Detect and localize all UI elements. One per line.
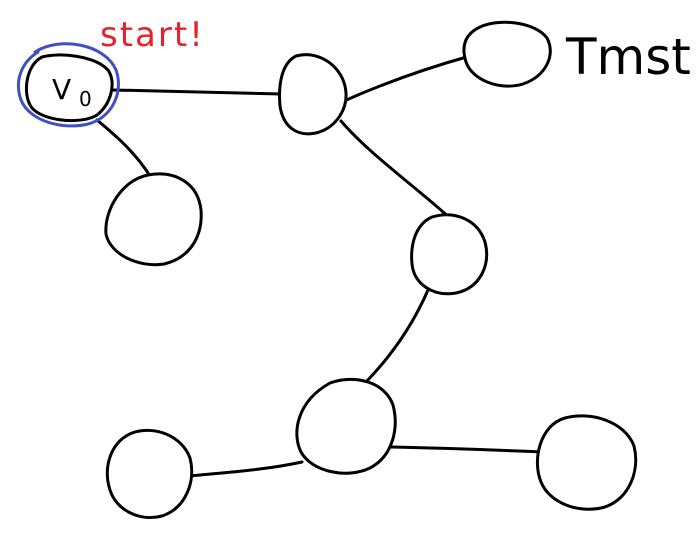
node-5 bbox=[295, 377, 397, 475]
edge-v0-n3 bbox=[95, 118, 152, 178]
edge-n5-n6 bbox=[188, 460, 304, 478]
start-node-label: V 0 bbox=[52, 73, 92, 111]
node-7 bbox=[535, 414, 638, 511]
edge-n1-n2 bbox=[342, 54, 472, 103]
start-node-label-sub: 0 bbox=[79, 87, 92, 111]
edge-n1-n4 bbox=[339, 119, 454, 222]
node-v0 bbox=[24, 53, 114, 123]
nodes bbox=[24, 20, 638, 519]
start-node-label-main: V bbox=[52, 73, 71, 106]
node-1 bbox=[278, 53, 348, 136]
edges bbox=[95, 54, 545, 478]
diagram-title: Tmst bbox=[565, 28, 691, 86]
edge-n5-n7 bbox=[388, 445, 545, 454]
node-3 bbox=[104, 172, 203, 267]
start-label: start! bbox=[100, 15, 205, 55]
start-highlight-ring bbox=[16, 42, 120, 128]
edge-n4-n5 bbox=[364, 288, 430, 384]
node-6 bbox=[105, 428, 194, 519]
edge-v0-n1 bbox=[110, 88, 284, 96]
node-2 bbox=[462, 20, 552, 88]
node-4 bbox=[410, 213, 489, 296]
